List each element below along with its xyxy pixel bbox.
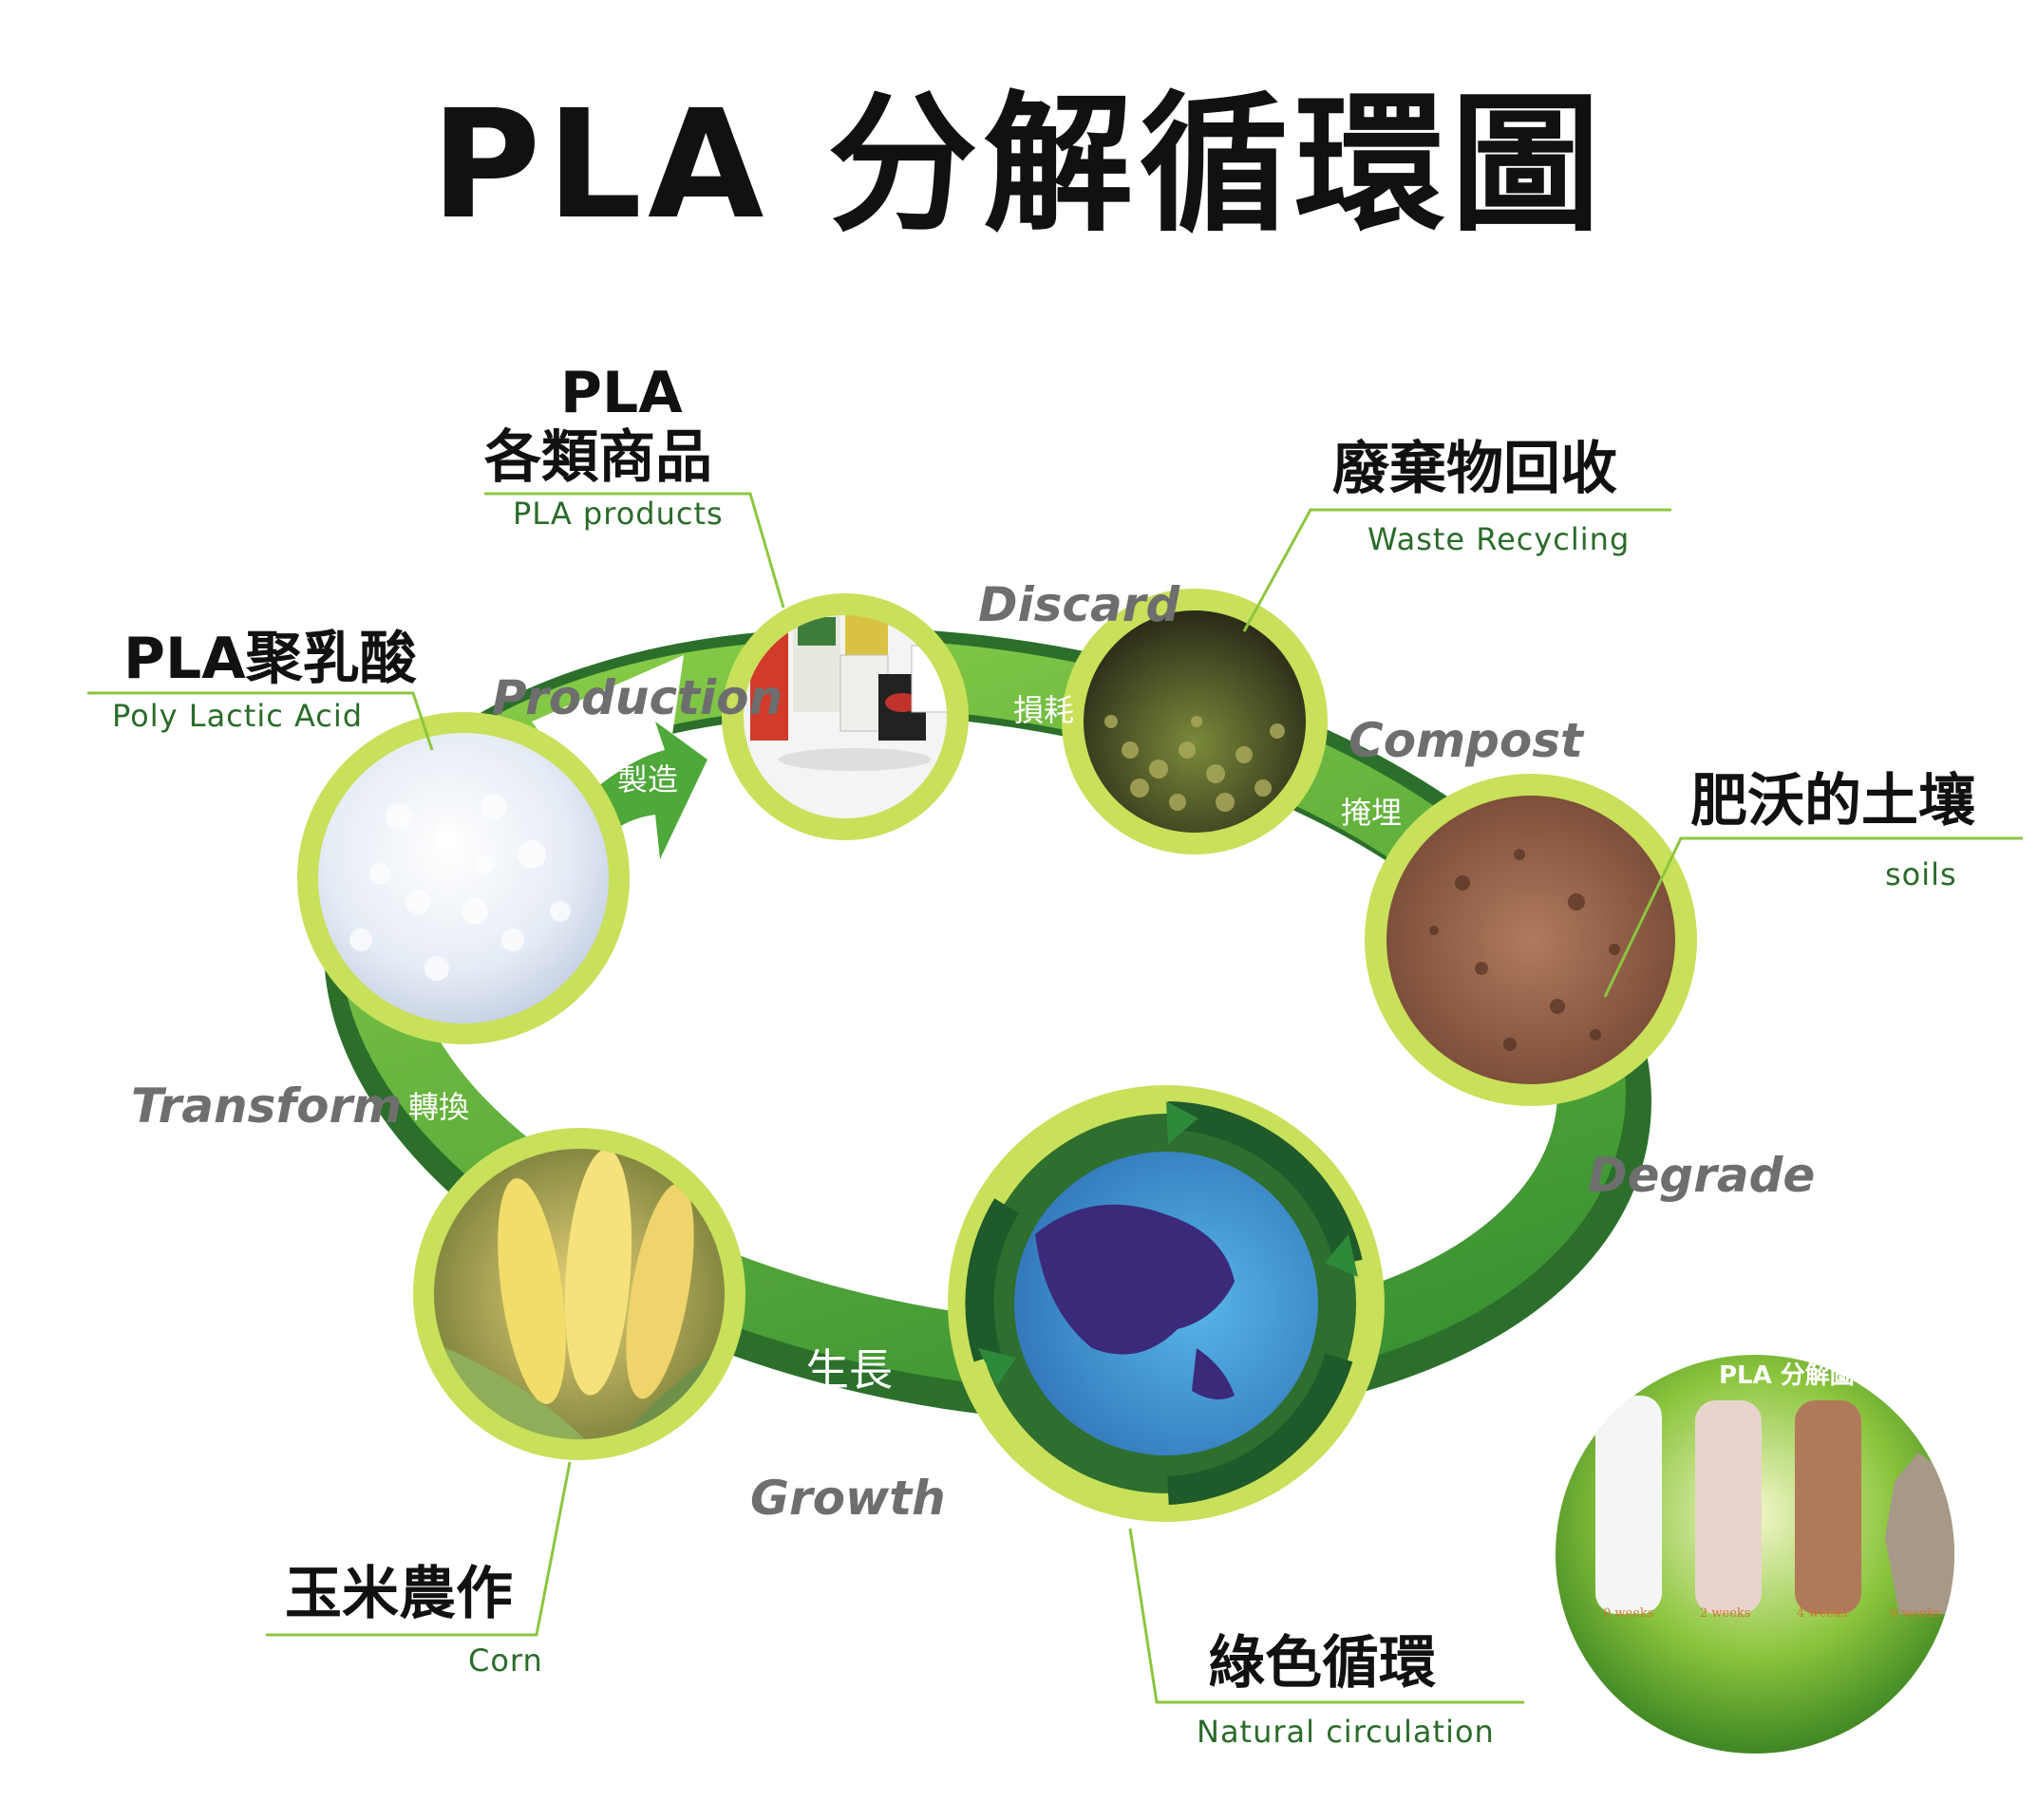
inset-title: PLA 分解圖 (1719, 1361, 1855, 1390)
step-growth: Growth (750, 1471, 946, 1526)
step-production-zh: 製造 (617, 761, 679, 797)
corn-sublabel: Corn (468, 1642, 543, 1679)
step-production: Production (492, 670, 783, 725)
soil-label: 肥沃的土壤 (1690, 768, 1975, 835)
page-title: PLA 分解循環圖 (430, 78, 1607, 253)
step-compost-zh: 掩埋 (1341, 795, 1403, 831)
products-label: 各類商品 (484, 424, 712, 491)
corn-node (413, 1128, 745, 1460)
globe-node (948, 1085, 1385, 1522)
step-discard: Discard (978, 577, 1180, 632)
waste-sublabel: Waste Recycling (1367, 521, 1631, 557)
step-growth-zh: 生長 (805, 1344, 893, 1396)
pla-sublabel: Poly Lactic Acid (112, 698, 364, 734)
pla-label: PLA聚乳酸 (123, 626, 417, 692)
step-degrade: Degrade (1588, 1148, 1816, 1203)
products-node (722, 593, 969, 840)
leader-lines (87, 492, 2023, 1704)
degradation-inset (1556, 1355, 1954, 1754)
step-transform: Transform (131, 1079, 403, 1134)
products-label-top: PLA (560, 360, 683, 426)
step-discard-zh: 損耗 (1013, 692, 1075, 728)
soil-sublabel: soils (1885, 856, 1957, 892)
products-sublabel: PLA products (513, 496, 724, 532)
step-compost: Compost (1349, 713, 1583, 768)
soil-node (1365, 774, 1697, 1106)
step-degrade-zh: 分解 (1436, 1143, 1523, 1194)
inset-label-2: 2 weeks (1700, 1606, 1751, 1621)
pla-grains-node (297, 712, 630, 1044)
cycle-sublabel: Natural circulation (1197, 1714, 1495, 1750)
corn-label: 玉米農作 (285, 1561, 513, 1627)
cycle-label: 綠色循環 (1208, 1630, 1436, 1697)
waste-recycling-node (1062, 589, 1328, 854)
waste-label: 廢棄物回收 (1332, 436, 1617, 502)
step-transform-zh: 轉換 (408, 1089, 470, 1125)
inset-label-4: 4 weeks (1797, 1606, 1848, 1621)
inset-label-0: 0 weeks (1603, 1606, 1654, 1621)
inset-label-6: 6 weeks (1890, 1606, 1941, 1621)
